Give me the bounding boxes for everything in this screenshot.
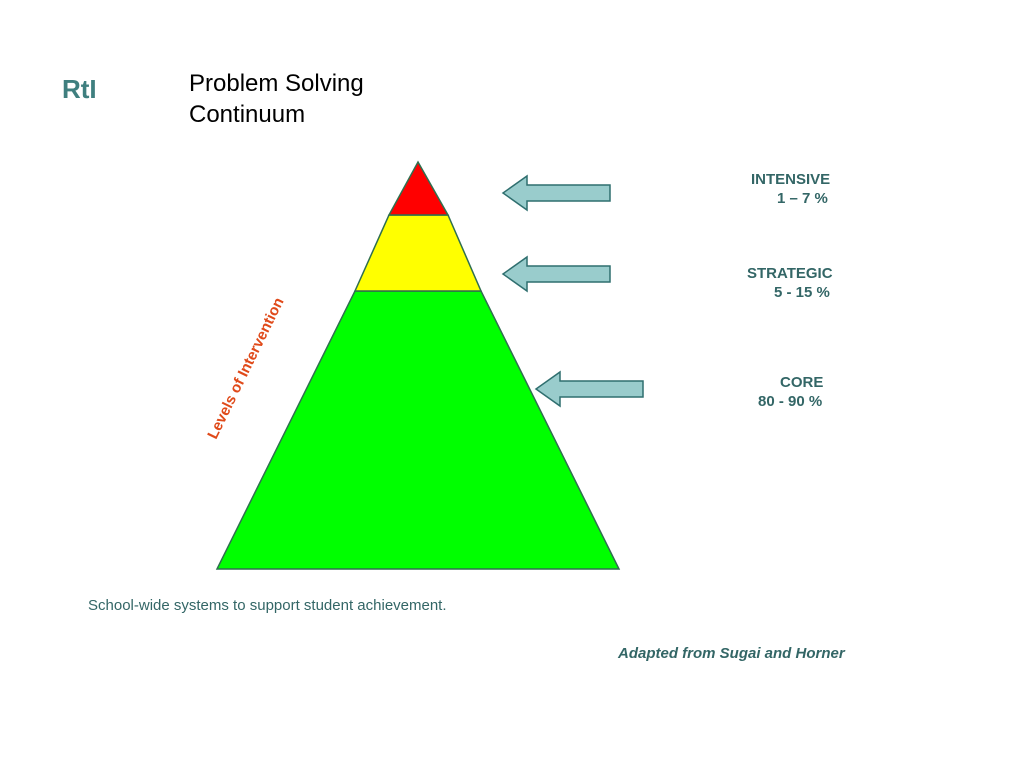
axis-label: Levels of Intervention xyxy=(204,295,287,442)
slide-title: Problem Solving Continuum xyxy=(189,68,364,130)
arrow-intensive-icon xyxy=(501,174,611,212)
tier-core-label: CORE 80 - 90 % xyxy=(758,373,823,411)
tier-core-shape xyxy=(215,290,621,570)
tier-strategic-range: 5 - 15 % xyxy=(774,284,830,301)
section-label: RtI xyxy=(62,74,97,104)
tier-core-name: CORE xyxy=(780,374,824,391)
tier-strategic-name: STRATEGIC xyxy=(747,265,833,282)
source-credit: Adapted from Sugai and Horner xyxy=(618,645,845,662)
tier-intensive-shape xyxy=(387,160,450,216)
title-line-1: Problem Solving xyxy=(189,70,364,97)
tier-intensive-name: INTENSIVE xyxy=(751,171,831,188)
arrow-core-icon xyxy=(534,370,644,408)
title-line-2: Continuum xyxy=(189,101,306,128)
arrow-strategic-icon xyxy=(501,255,611,293)
tier-strategic-label: STRATEGIC 5 - 15 % xyxy=(747,264,833,302)
tier-core-range: 80 - 90 % xyxy=(758,393,823,410)
tier-strategic-shape xyxy=(353,214,483,292)
caption: School-wide systems to support student a… xyxy=(88,597,447,614)
tier-intensive-label: INTENSIVE 1 – 7 % xyxy=(751,170,830,208)
tier-intensive-range: 1 – 7 % xyxy=(777,190,828,207)
